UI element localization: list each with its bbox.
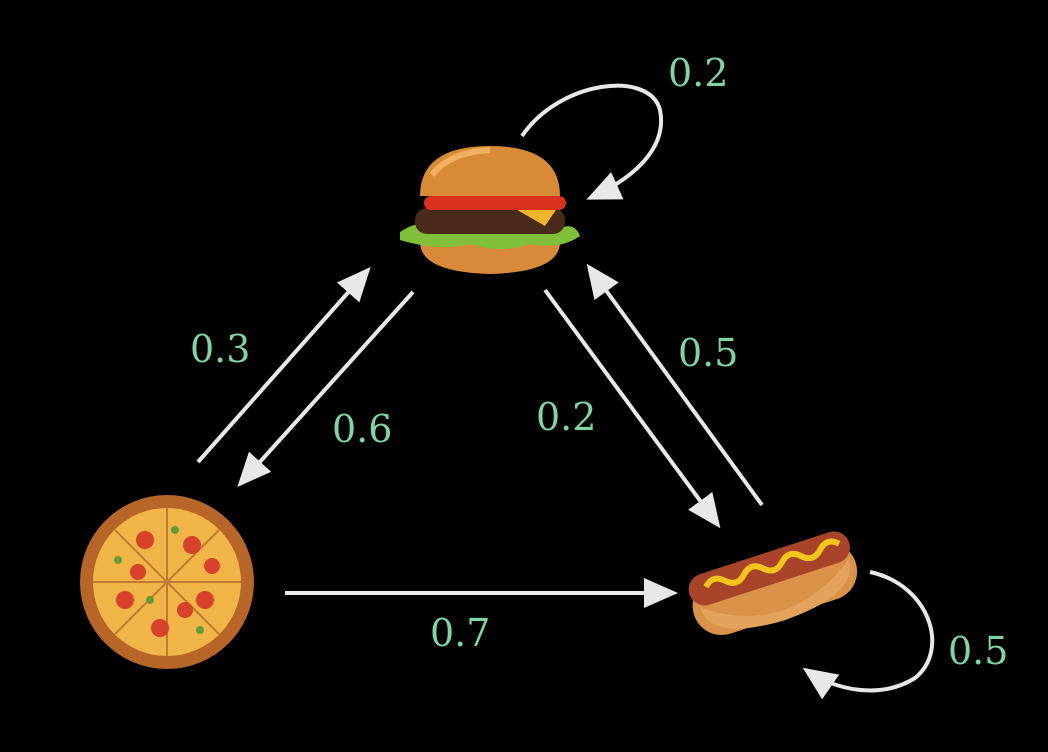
edge-label-hotdog-burger: 0.5: [678, 331, 738, 375]
edge-burger-self-loop: [520, 83, 664, 200]
edge-burger-hotdog: [543, 288, 721, 529]
edge-hotdog-self-loop: [802, 570, 935, 700]
edge-pizza-burger: [196, 267, 371, 464]
pizza-icon: [80, 495, 254, 669]
edge-label-pizza-hotdog: 0.7: [430, 611, 490, 655]
edge-label-burger-hotdog: 0.2: [536, 395, 596, 439]
hotdog-icon: [688, 531, 858, 636]
edge-label-pizza-burger: 0.3: [190, 327, 250, 371]
edge-label-burger-self: 0.2: [668, 51, 728, 95]
edge-label-hotdog-self: 0.5: [948, 629, 1008, 673]
edge-hotdog-burger: [586, 263, 764, 507]
edge-burger-pizza: [237, 290, 415, 487]
burger-icon: [400, 146, 580, 274]
edge-label-burger-pizza: 0.6: [332, 407, 392, 451]
